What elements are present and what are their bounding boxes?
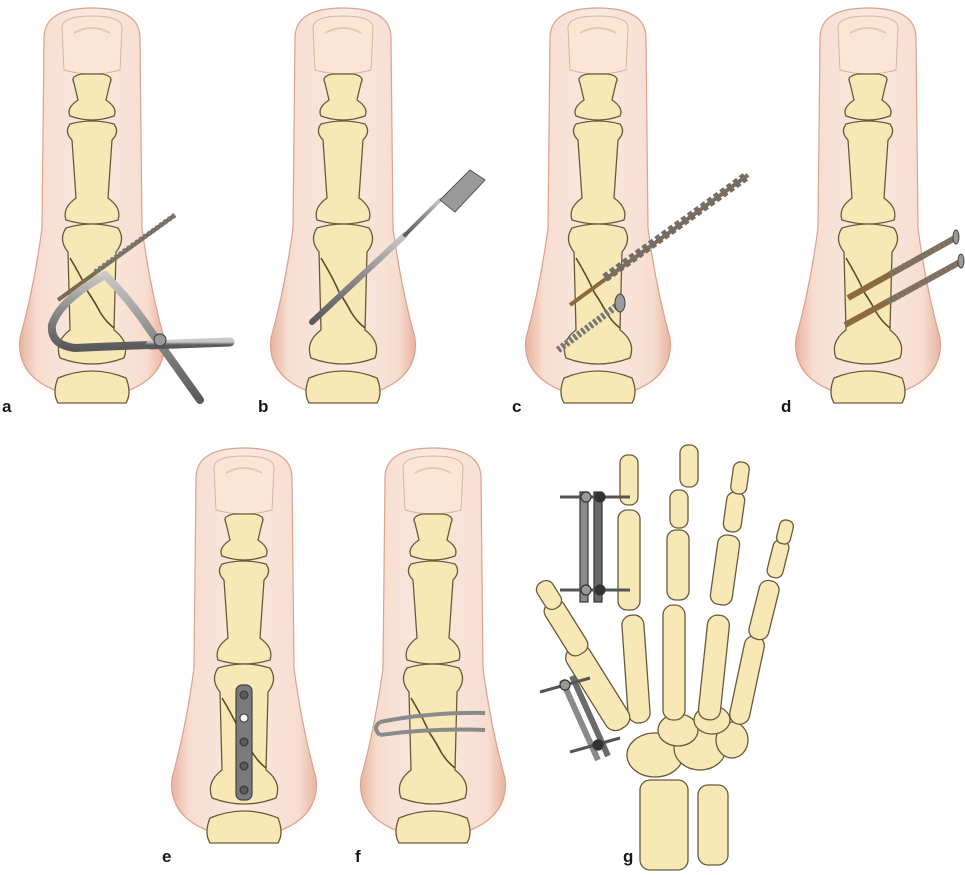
reduction-clamp	[47, 271, 235, 404]
panel-label: d	[781, 397, 791, 416]
panel-g: g	[535, 444, 795, 871]
panel-e: e	[148, 447, 340, 866]
lag-screw	[555, 293, 626, 353]
panel-label: f	[355, 847, 361, 866]
external-fixator-thumb	[539, 674, 621, 762]
panel-f: f	[337, 447, 529, 866]
drill-bit	[568, 171, 751, 307]
panel-label: g	[623, 847, 633, 866]
cerclage-wire	[374, 710, 486, 737]
panel-a: a	[0, 7, 235, 416]
lag-screws	[843, 229, 965, 328]
panel-label: e	[162, 847, 171, 866]
panel-b: b	[247, 7, 486, 416]
panel-c: c	[502, 7, 751, 416]
external-fixator-index	[560, 491, 630, 603]
drill-sleeve	[309, 169, 486, 325]
panel-d: d	[772, 7, 965, 416]
panel-label: a	[2, 397, 12, 416]
plate	[235, 684, 253, 801]
panel-label: c	[512, 397, 521, 416]
panel-label: b	[258, 397, 268, 416]
